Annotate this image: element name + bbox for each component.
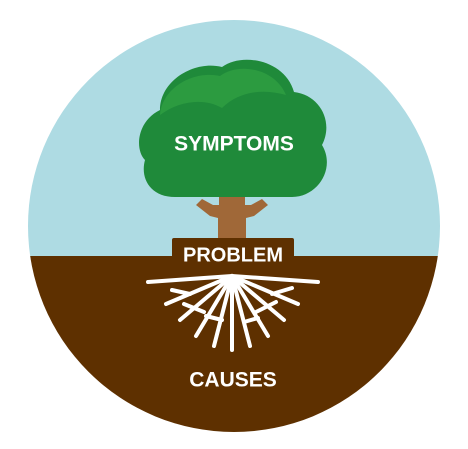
problem-bar	[172, 238, 294, 274]
problem-label: PROBLEM	[183, 244, 283, 266]
causes-label: CAUSES	[189, 369, 277, 392]
tree-icon	[139, 59, 327, 197]
roots-icon	[146, 274, 320, 352]
symptoms-label: SYMPTOMS	[174, 133, 294, 156]
tree-trunk	[196, 196, 268, 256]
